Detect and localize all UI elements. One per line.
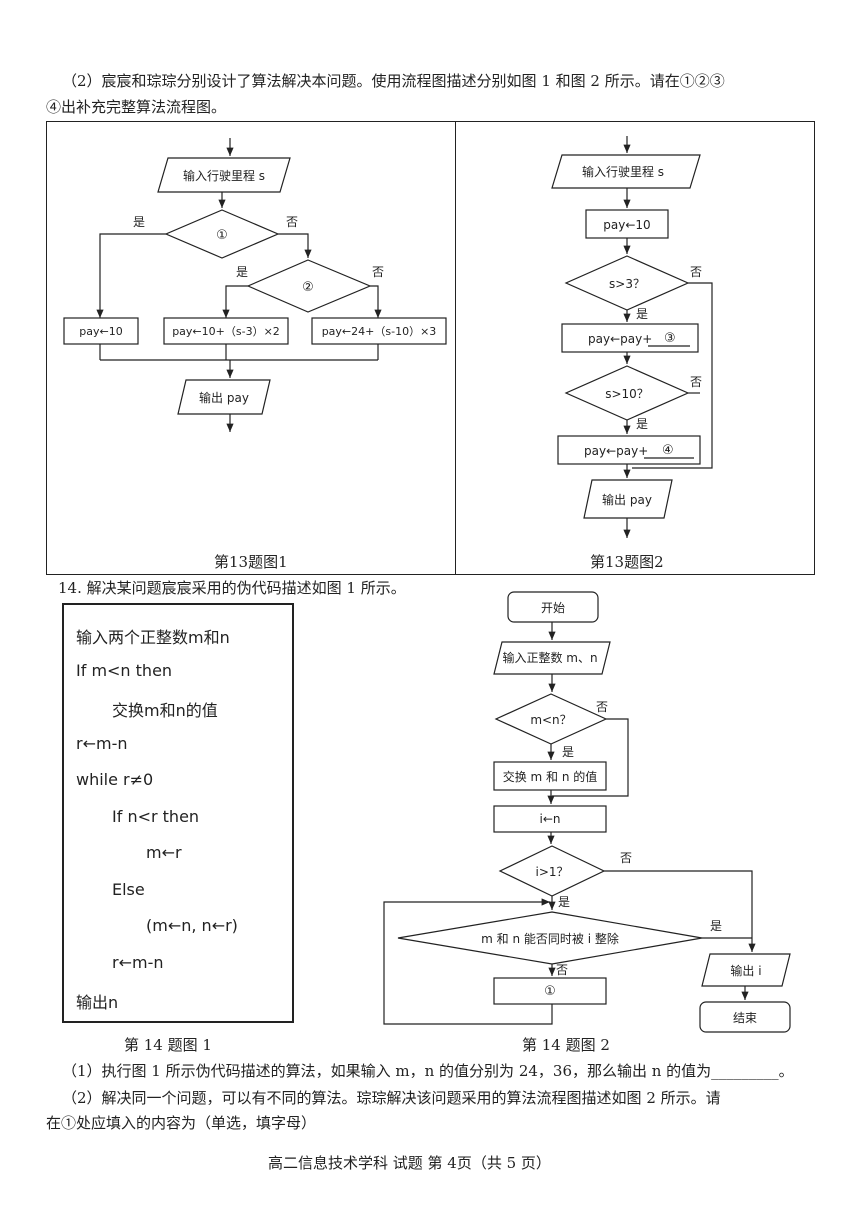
page-footer: 高二信息技术学科 试题 第 4页（共 5 页） xyxy=(268,1154,551,1172)
q14-sub2-line1: （2）解决同一个问题，可以有不同的算法。琮琮解决该问题采用的算法流程图描述如图 … xyxy=(62,1089,721,1107)
q13-fig1-yes2: 是 xyxy=(236,265,248,279)
q13-fig2-input: 输入行驶里程 s xyxy=(582,164,664,179)
pseudo-line-7: m←r xyxy=(146,843,182,862)
q13-fig2-no1: 否 xyxy=(690,265,702,279)
q14-fig2-input: 输入正整数 m、n xyxy=(502,650,597,665)
q13-intro-line1: （2）宸宸和琮琮分别设计了算法解决本问题。使用流程图描述分别如图 1 和图 2 … xyxy=(62,72,725,90)
pseudo-line-2: If m<n then xyxy=(76,661,173,680)
q14-fig1-caption: 第 14 题图 1 xyxy=(124,1036,212,1054)
pseudo-line-3: 交换m和n的值 xyxy=(112,701,218,720)
q13-fig2-cond2: s>10？ xyxy=(605,387,649,401)
pseudo-line-4: r←m-n xyxy=(76,734,128,753)
q13-fig1-no1: 否 xyxy=(286,215,298,229)
q13-fig2-cond1: s>3？ xyxy=(609,277,645,291)
q14-fig2-blank1: ① xyxy=(544,984,556,999)
q14-sub1: （1）执行图 1 所示伪代码描述的算法，如果输入 m，n 的值分别为 24，36… xyxy=(62,1062,794,1080)
q14-fig2-end: 结束 xyxy=(733,1011,757,1025)
q14-title: 14. 解决某问题宸宸采用的伪代码描述如图 1 所示。 xyxy=(58,579,406,597)
q13-fig2-yes1: 是 xyxy=(636,307,648,321)
q14-pseudocode-box xyxy=(62,603,294,1023)
q13-fig2-yes2: 是 xyxy=(636,417,648,431)
q14-fig2-output: 输出 i xyxy=(730,963,761,978)
q13-fig2-blank3: ③ xyxy=(664,331,676,346)
pseudo-line-11: 输出n xyxy=(76,993,119,1012)
q13-fig2-blank4: ④ xyxy=(662,443,674,458)
q13-fig2-init: pay←10 xyxy=(603,218,650,232)
q14-fig2-yes3: 是 xyxy=(710,919,722,933)
q14-fig2-yes2: 是 xyxy=(558,895,570,909)
q13-fig2-box-a: pay←pay+ xyxy=(588,332,652,346)
q14-fig2-cond2: i>1？ xyxy=(535,865,568,879)
pseudo-line-1: 输入两个正整数m和n xyxy=(76,628,230,647)
q13-fig2-no2: 否 xyxy=(690,375,702,389)
q14-fig2-swap: 交换 m 和 n 的值 xyxy=(503,769,598,784)
q13-figure2-frame xyxy=(455,121,815,575)
q13-fig2-caption: 第13题图2 xyxy=(590,553,664,571)
q13-fig1-caption: 第13题图1 xyxy=(214,553,288,571)
q14-fig2-start: 开始 xyxy=(541,601,565,615)
q14-fig2-caption: 第 14 题图 2 xyxy=(522,1036,610,1054)
q14-fig2-no1: 否 xyxy=(596,700,608,714)
q13-fig1-yes1: 是 xyxy=(133,215,145,229)
q13-fig1-no2: 否 xyxy=(372,265,384,279)
q13-fig1-box-c: pay←24+（s-10）×3 xyxy=(322,325,437,338)
pseudo-line-6: If n<r then xyxy=(112,807,200,826)
pseudo-line-5: while r≠0 xyxy=(76,770,154,789)
q13-fig1-cond2-blank: ② xyxy=(302,280,314,295)
q14-fig2-cond1: m<n？ xyxy=(530,713,571,727)
q13-fig1-box-b: pay←10+（s-3）×2 xyxy=(172,325,280,338)
q13-fig2-output: 输出 pay xyxy=(602,492,652,507)
q14-fig2-no2: 否 xyxy=(620,851,632,865)
pseudo-line-8: Else xyxy=(112,880,145,899)
q14-fig2-cond3: m 和 n 能否同时被 i 整除 xyxy=(481,931,619,946)
q14-fig2-yes1: 是 xyxy=(562,745,574,759)
q13-fig1-input-label: 输入行驶里程 s xyxy=(183,168,265,183)
q13-fig1-output: 输出 pay xyxy=(199,390,249,405)
q14-sub2-line2: 在①处应填入的内容为（单选，填字母） xyxy=(46,1114,317,1132)
pseudo-line-10: r←m-n xyxy=(112,953,164,972)
q14-fig2-assign: i←n xyxy=(540,812,561,826)
pseudo-line-9: (m←n, n←r) xyxy=(146,916,238,935)
q13-fig1-cond1-blank: ① xyxy=(216,228,228,243)
q13-fig1-box-a: pay←10 xyxy=(79,325,122,338)
q14-fig2-no3: 否 xyxy=(556,963,568,977)
q13-intro-line2: ④出补充完整算法流程图。 xyxy=(46,98,227,116)
q13-fig2-box-b: pay←pay+ xyxy=(584,444,648,458)
